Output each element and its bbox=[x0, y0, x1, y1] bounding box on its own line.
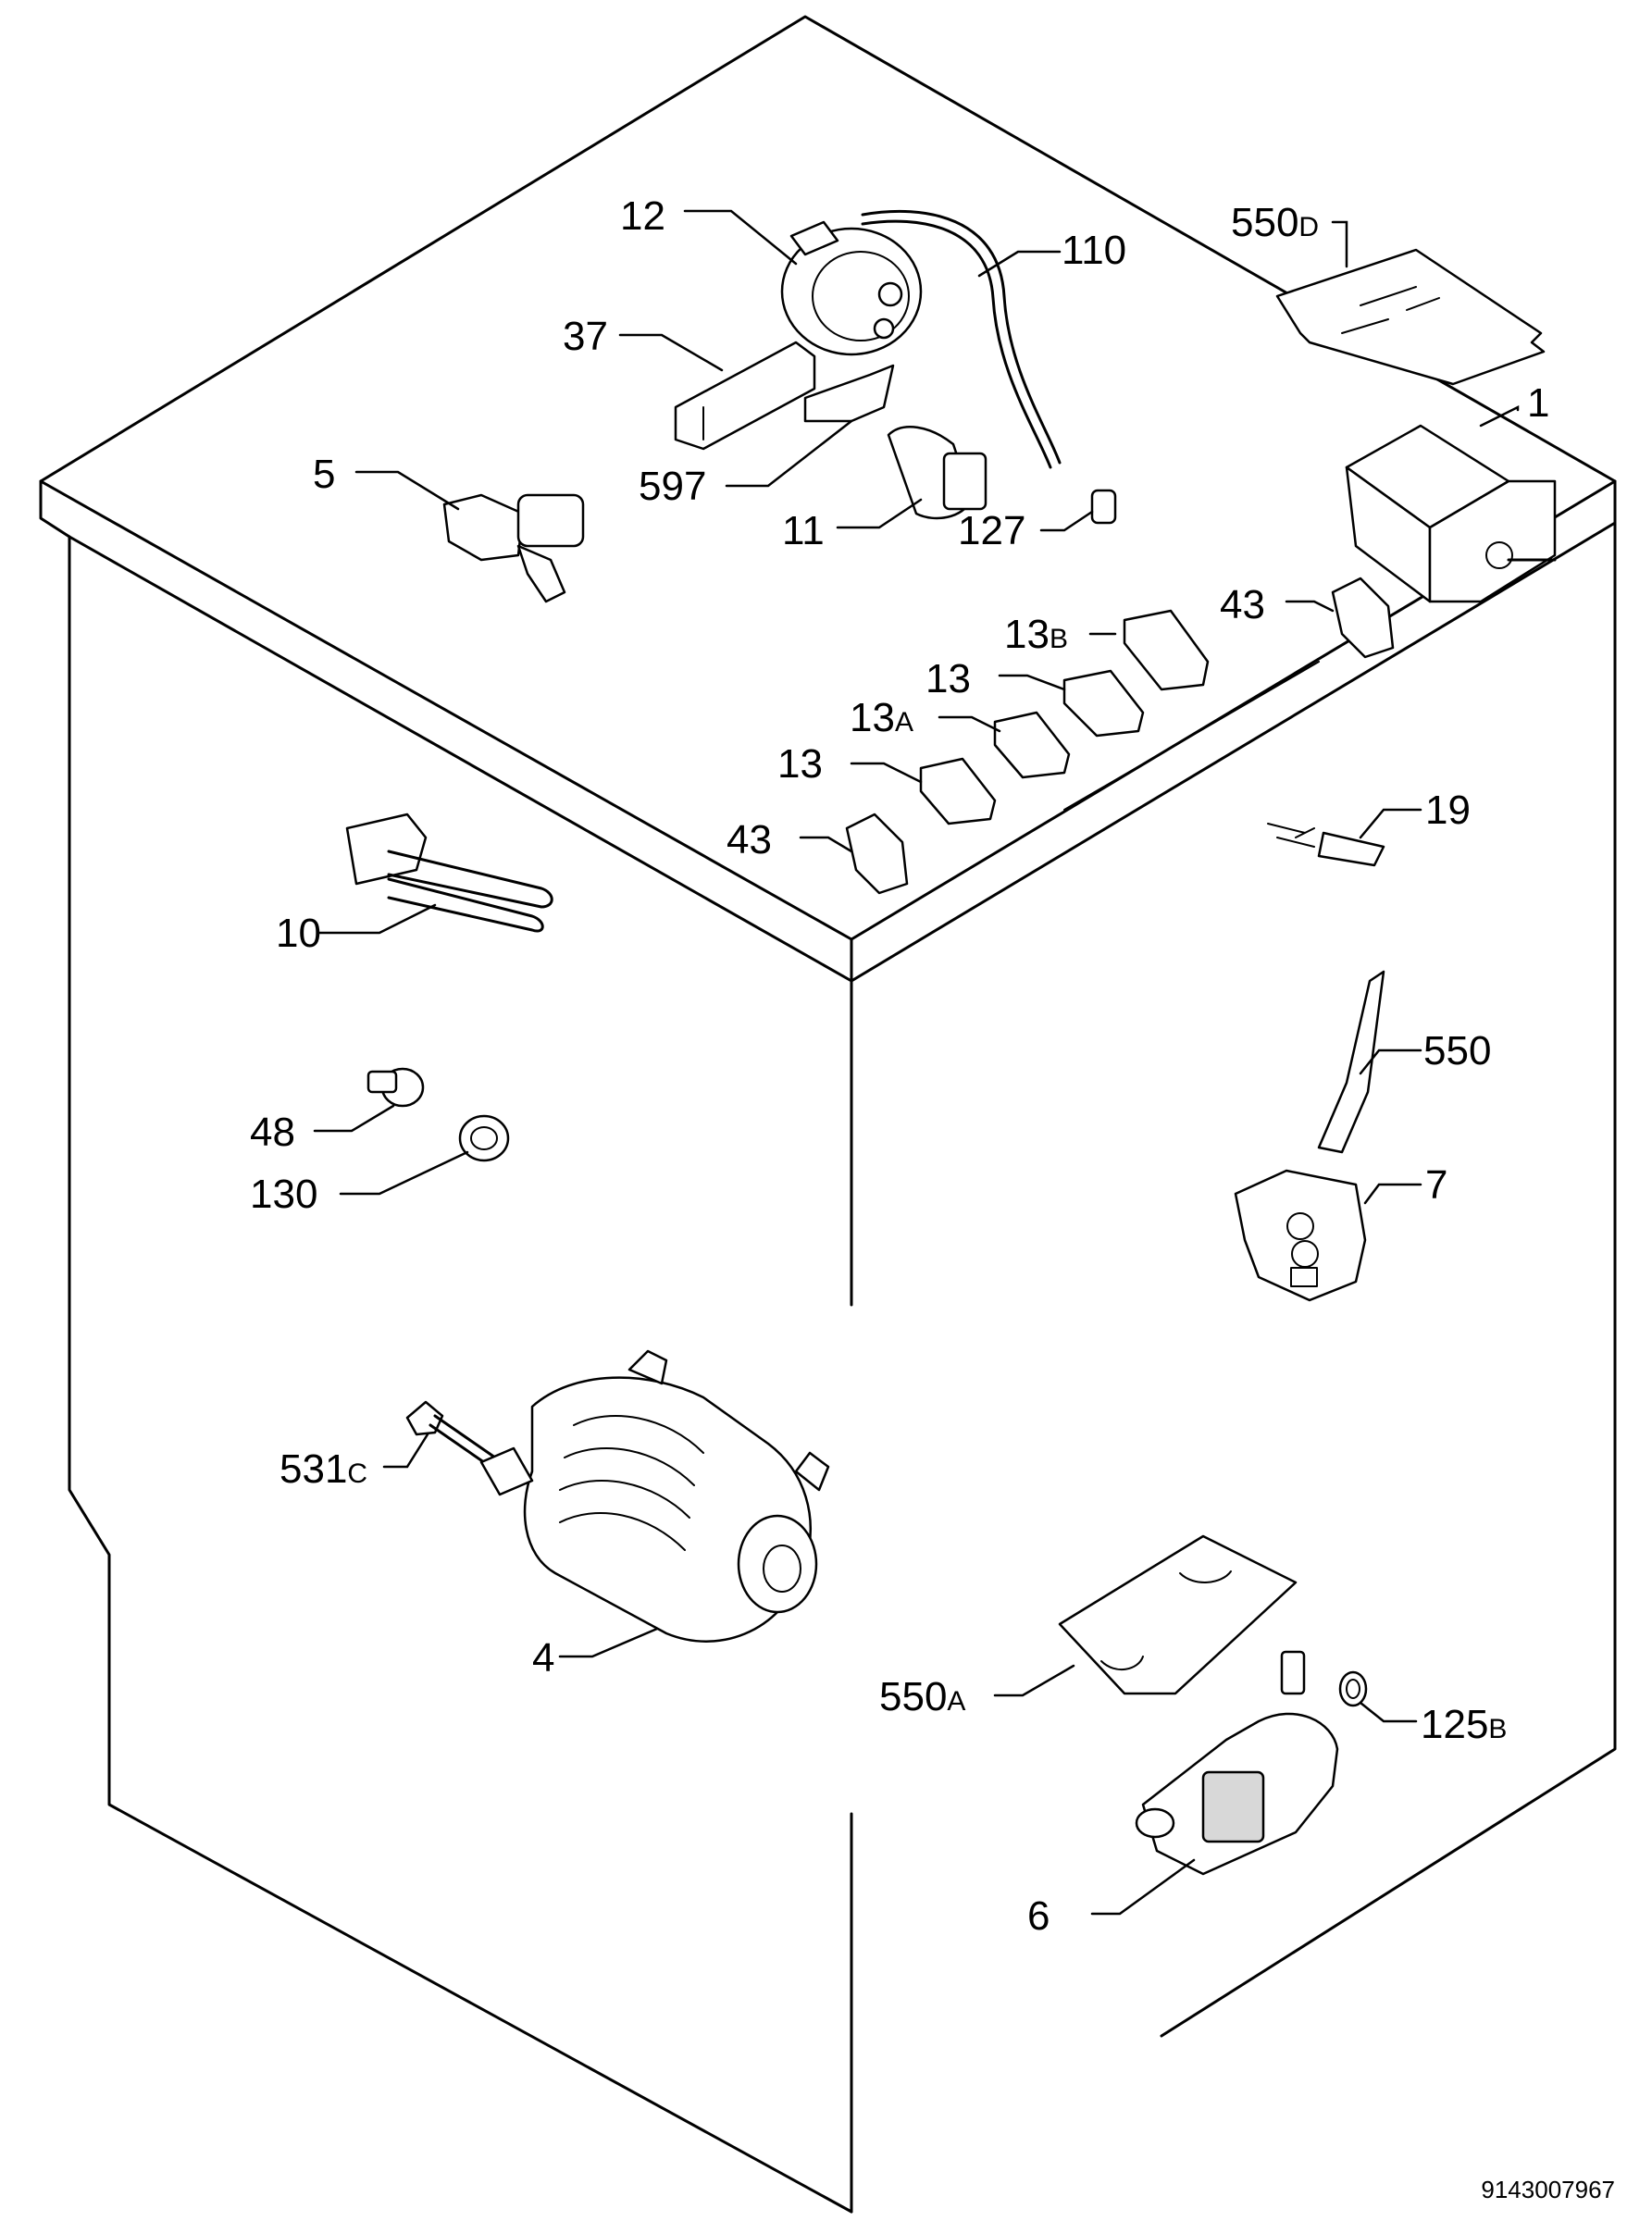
label-1: 1 bbox=[1527, 380, 1549, 426]
label-37: 37 bbox=[563, 314, 608, 359]
label-4: 4 bbox=[532, 1635, 554, 1681]
label-125b: 125B bbox=[1421, 1702, 1507, 1747]
part-110-hose bbox=[861, 209, 1062, 469]
part-7-door-lock bbox=[1234, 1169, 1422, 1302]
label-13-upper: 13 bbox=[925, 656, 971, 701]
label-13b: 13B bbox=[1004, 612, 1068, 657]
part-13b-connector bbox=[1088, 609, 1210, 691]
label-7: 7 bbox=[1425, 1162, 1447, 1208]
label-110: 110 bbox=[1062, 228, 1126, 273]
part-labels: 12 110 550D 37 1 5 597 11 127 13B 43 13 … bbox=[250, 193, 1615, 2203]
document-number: 9143007967 bbox=[1481, 2176, 1615, 2203]
part-550d-cover-plate bbox=[1275, 220, 1546, 386]
label-5: 5 bbox=[313, 452, 335, 497]
part-125b-o-ring bbox=[1338, 1670, 1418, 1723]
label-43-lower: 43 bbox=[727, 817, 772, 862]
part-127-plug bbox=[1039, 489, 1117, 532]
part-43-switch-top bbox=[1285, 577, 1395, 659]
label-19: 19 bbox=[1425, 788, 1471, 833]
label-6: 6 bbox=[1027, 1893, 1050, 1939]
part-597-clip bbox=[725, 364, 895, 488]
part-48-thermostat bbox=[313, 1067, 425, 1133]
label-550a: 550A bbox=[879, 1674, 965, 1719]
part-19-sensor bbox=[1267, 808, 1422, 867]
part-12-pressure-switch bbox=[683, 209, 923, 356]
part-531c-bolt bbox=[382, 1400, 497, 1469]
part-10-heating-element bbox=[317, 813, 553, 935]
label-12: 12 bbox=[620, 193, 665, 239]
label-48: 48 bbox=[250, 1110, 295, 1155]
label-550d: 550D bbox=[1231, 200, 1319, 245]
part-37-terminal-block bbox=[618, 333, 816, 451]
label-11: 11 bbox=[782, 508, 825, 553]
part-43-switch-lower bbox=[799, 813, 909, 895]
label-597: 597 bbox=[639, 464, 706, 509]
label-10: 10 bbox=[276, 911, 321, 956]
part-550a-cover bbox=[993, 1534, 1298, 1697]
cabinet-outline bbox=[39, 15, 1617, 2214]
part-13-connector-lower bbox=[850, 757, 997, 825]
part-5-inlet-valve bbox=[354, 470, 585, 603]
part-6-drain-pump bbox=[1090, 1650, 1339, 1916]
label-550: 550 bbox=[1423, 1028, 1491, 1073]
part-13a-connector bbox=[938, 711, 1071, 779]
label-13a: 13A bbox=[850, 695, 913, 740]
label-127: 127 bbox=[958, 508, 1025, 553]
part-130-knob bbox=[339, 1114, 510, 1196]
part-13-connector-upper bbox=[998, 669, 1145, 738]
part-550-lever bbox=[1317, 970, 1422, 1154]
part-11-capacitor bbox=[836, 426, 987, 529]
part-1-programmer bbox=[1345, 404, 1557, 603]
label-531c: 531C bbox=[279, 1446, 367, 1492]
part-4-motor bbox=[479, 1349, 830, 1658]
label-43-top: 43 bbox=[1220, 582, 1265, 627]
label-130: 130 bbox=[250, 1172, 317, 1217]
label-13-lower: 13 bbox=[777, 741, 823, 787]
